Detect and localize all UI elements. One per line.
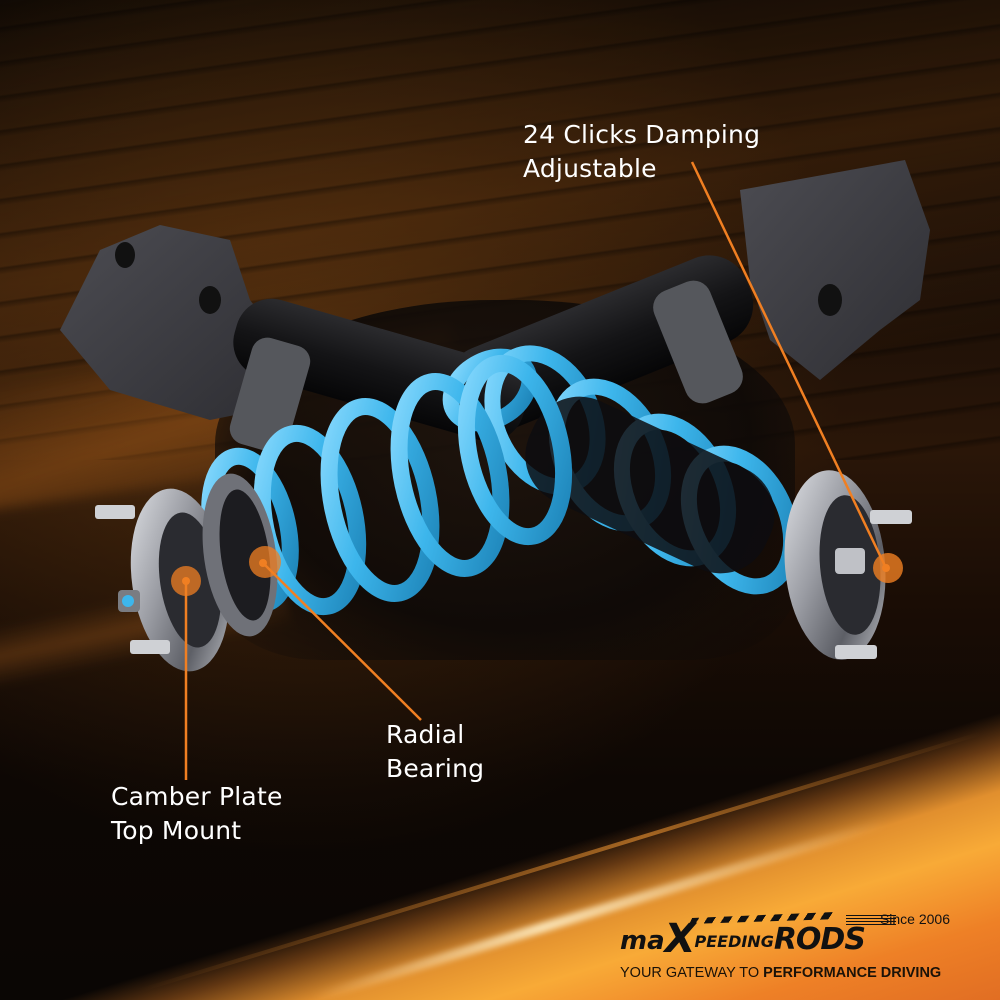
rear-camber-plate — [784, 470, 912, 660]
logo-tagline: YOUR GATEWAY TO PERFORMANCE DRIVING — [620, 965, 942, 981]
callout-line: Radial — [386, 720, 465, 749]
speed-lines-icon — [846, 915, 896, 927]
callout-line: Camber Plate — [111, 782, 283, 811]
callout-line: Adjustable — [523, 154, 657, 183]
callout-damping-adjustable: 24 Clicks Damping Adjustable — [523, 118, 760, 186]
brand-logo: Since 2006 maXPEEDINGRODS YOUR GATEWAY T… — [620, 912, 950, 984]
callout-line: Bearing — [386, 754, 485, 783]
callout-markers — [171, 161, 903, 780]
callout-camber-plate-top-mount: Camber Plate Top Mount — [111, 780, 283, 848]
callout-line: 24 Clicks Damping — [523, 120, 761, 149]
logo-wordmark: maXPEEDINGRODS — [620, 916, 866, 962]
callout-line: Top Mount — [111, 816, 242, 845]
callout-radial-bearing: Radial Bearing — [386, 718, 484, 786]
logo-since-year: Since 2006 — [879, 911, 950, 927]
